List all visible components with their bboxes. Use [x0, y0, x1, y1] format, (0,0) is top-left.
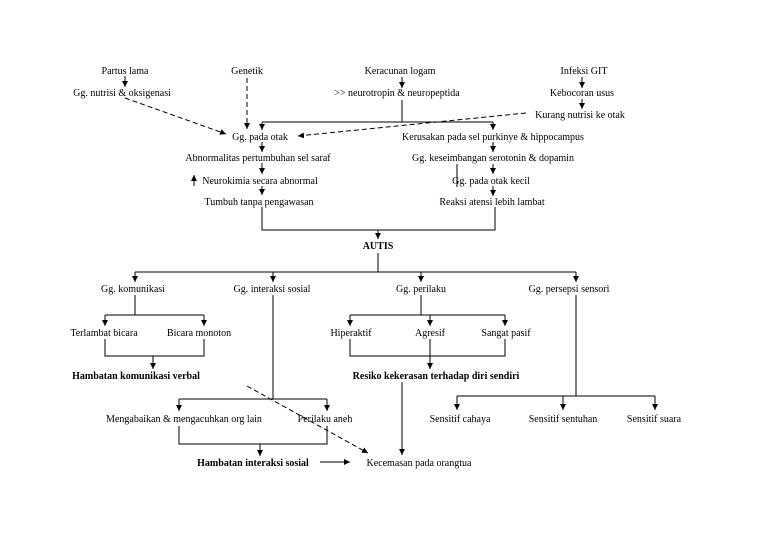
node-gg-persepsi: Gg. persepsi sensori: [529, 284, 610, 295]
node-gg-keseimbangan: Gg. keseimbangan serotonin & dopamin: [412, 153, 574, 164]
node-neurokimia: Neurokimia secara abnormal: [202, 176, 318, 187]
node-kerusakan-sel: Kerusakan pada sel purkinye & hippocampu…: [402, 132, 584, 143]
node-sangat-pasif: Sangat pasif: [481, 328, 531, 339]
node-neurotropin: >> neurotropin & neuropeptida: [334, 88, 460, 99]
node-gg-pada-otak: Gg. pada otak: [232, 132, 288, 143]
line-merge-to-autis: [261, 207, 496, 231]
node-agresif: Agresif: [415, 328, 446, 339]
node-gg-interaksi: Gg. interaksi sosial: [234, 284, 311, 295]
node-resiko-kekerasan: Resiko kekerasan terhadap diri sendiri: [353, 371, 520, 382]
line-interaksi-merge: [178, 426, 328, 445]
node-hiperaktif: Hiperaktif: [330, 328, 372, 339]
node-terlambat-bicara: Terlambat bicara: [70, 328, 138, 339]
line-perilaku-merge: [349, 339, 506, 357]
node-kebocoran-usus: Kebocoran usus: [550, 88, 614, 99]
node-gg-komunikasi: Gg. komunikasi: [101, 284, 165, 295]
arrow-dashed-to-kecemasan: [246, 385, 369, 454]
node-perilaku-aneh: Perilaku aneh: [298, 414, 353, 425]
connectors: [102, 76, 658, 465]
node-infeksi-git: Infeksi GIT: [561, 66, 608, 77]
node-mengabaikan: Mengabaikan & mengacuhkan org lain: [106, 414, 262, 425]
node-reaksi-atensi: Reaksi atensi lebih lambat: [439, 197, 544, 208]
node-keracunan-logam: Keracunan logam: [365, 66, 436, 77]
node-hambatan-interaksi: Hambatan interaksi sosial: [197, 458, 309, 469]
line-komunikasi-merge: [104, 339, 205, 357]
labels: Partus lama Gg. nutrisi & oksigenasi Gen…: [70, 66, 681, 469]
node-gg-nutrisi: Gg. nutrisi & oksigenasi: [73, 88, 171, 99]
arrow-nutrisi-to-otak: [124, 97, 227, 135]
node-autis: AUTIS: [363, 241, 394, 252]
node-gg-perilaku: Gg. perilaku: [396, 284, 446, 295]
node-hambatan-komunikasi: Hambatan komunikasi verbal: [72, 371, 200, 382]
node-partus-lama: Partus lama: [102, 66, 149, 77]
node-bicara-monoton: Bicara monoton: [167, 328, 231, 339]
node-kecemasan: Kecemasan pada orangtua: [367, 458, 473, 469]
node-genetik: Genetik: [231, 66, 263, 77]
node-sensitif-suara: Sensitif suara: [627, 414, 682, 425]
node-sensitif-cahaya: Sensitif cahaya: [430, 414, 491, 425]
node-kurang-nutrisi: Kurang nutrisi ke otak: [535, 110, 625, 121]
node-gg-otak-kecil: Gg. pada otak kecil: [452, 176, 530, 187]
node-sensitif-sentuhan: Sensitif sentuhan: [529, 414, 598, 425]
node-tumbuh: Tumbuh tanpa pengawasan: [204, 197, 313, 208]
arrow-kurang-to-otak: [297, 112, 527, 139]
node-abnormalitas: Abnormalitas pertumbuhan sel saraf: [185, 153, 331, 164]
